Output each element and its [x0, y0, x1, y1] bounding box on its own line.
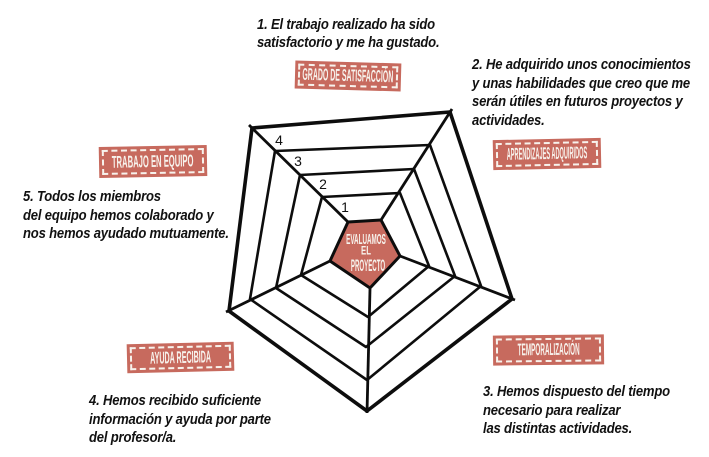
svg-text:3: 3 — [294, 153, 302, 169]
svg-text:EL: EL — [361, 245, 371, 258]
svg-text:2: 2 — [319, 176, 327, 192]
svg-text:PROYECTO: PROYECTO — [351, 255, 385, 275]
svg-text:EVALUAMOS: EVALUAMOS — [346, 232, 386, 248]
svg-text:4: 4 — [275, 132, 283, 148]
svg-text:1: 1 — [341, 199, 349, 215]
